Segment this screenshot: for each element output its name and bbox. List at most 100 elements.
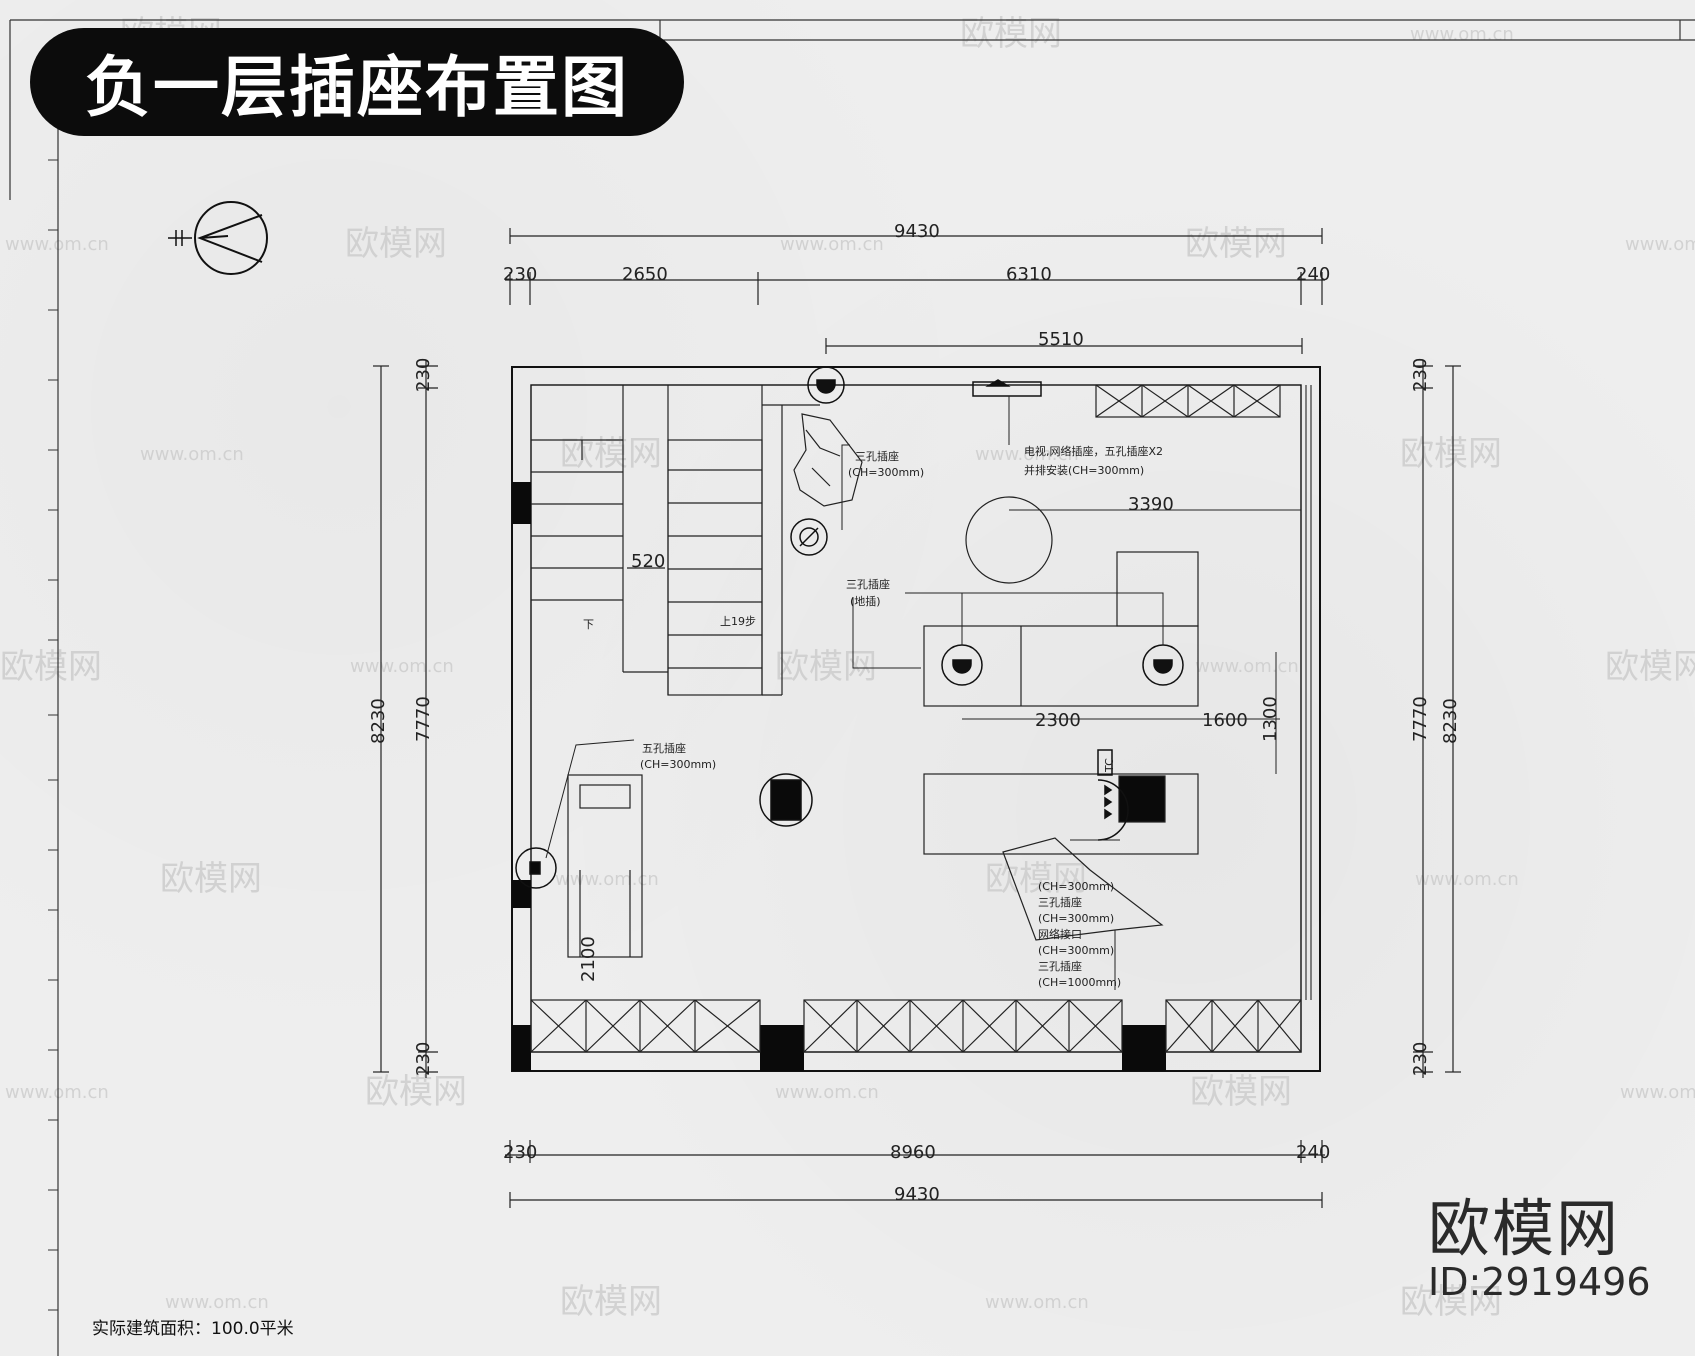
brand-logo: 欧模网 — [1428, 1192, 1621, 1265]
watermark-layer: 欧模网 www.om.cn 欧模网 www.om.cn www.om.cn 欧模… — [0, 14, 1695, 1322]
tc-label: TC — [1103, 758, 1116, 773]
annotation-notes: 电视,网络插座，五孔插座X2 并排安装(CH=300mm) 三孔插座 (CH=3… — [640, 444, 1163, 989]
dim-right-total: 8230 — [1440, 698, 1461, 744]
frame-ticks — [48, 159, 58, 1311]
dim-bottom-total: 9430 — [894, 1184, 940, 1205]
dim-table-offset: 3390 — [1128, 494, 1174, 515]
no-entry-icon — [790, 518, 828, 556]
socket-icon — [759, 773, 813, 827]
watermark-logo: 欧模网 — [0, 647, 102, 687]
watermark-url: www.om.cn — [1620, 1082, 1695, 1103]
staircase — [531, 385, 820, 696]
dim-sink-right: 1600 — [1202, 710, 1248, 731]
socket-icon — [941, 644, 983, 686]
watermark-logo: 欧模网 — [560, 1282, 662, 1322]
dim-right-inner: 7770 — [1410, 696, 1431, 742]
note-tv-line2: 并排安装(CH=300mm) — [1024, 463, 1144, 477]
dim-bottom-right-wall: 240 — [1296, 1142, 1330, 1163]
dim-top-left-wall: 230 — [503, 264, 537, 285]
socket-icon — [1097, 749, 1113, 776]
socket-icon — [515, 847, 557, 889]
watermark-url: www.om.cn — [165, 1292, 269, 1313]
watermark-logo: 欧模网 — [1400, 434, 1502, 474]
note-island-line3: (CH=300mm) — [1038, 912, 1114, 925]
dim-top-total: 9430 — [894, 221, 940, 242]
dining-table — [923, 496, 1199, 941]
socket-icons — [515, 366, 1184, 889]
socket-icon — [807, 366, 845, 404]
dim-left-inner: 7770 — [413, 696, 434, 742]
dim-top-right-wall: 240 — [1296, 264, 1330, 285]
note-tv-line1: 电视,网络插座，五孔插座X2 — [1024, 444, 1163, 458]
watermark-logo: 欧模网 — [160, 859, 262, 899]
watermark-url: www.om.cn — [1195, 656, 1299, 677]
watermark-logo: 欧模网 — [985, 859, 1087, 899]
watermark-logo: 欧模网 — [1185, 224, 1287, 264]
note-island-line6: 三孔插座 — [1038, 959, 1082, 973]
watermark-url: www.om.cn — [1625, 234, 1695, 255]
dim-sink-span: 2300 — [1035, 710, 1081, 731]
watermark-url: www.om.cn — [975, 444, 1079, 465]
watermark-logo: 欧模网 — [1190, 1072, 1292, 1112]
dim-stair-width: 520 — [631, 551, 665, 572]
watermark-url: www.om.cn — [985, 1292, 1089, 1313]
leader-lines — [545, 396, 1164, 990]
dim-top-seg1: 2650 — [622, 264, 668, 285]
note-three-hole-line1: 三孔插座 — [855, 449, 899, 463]
note-island-line4: 网络接口 — [1038, 927, 1082, 941]
north-arrow-icon — [168, 201, 268, 275]
treadmill — [567, 774, 643, 958]
dim-left-bottom-wall: 230 — [413, 1042, 434, 1076]
watermark-url: www.om.cn — [5, 1082, 109, 1103]
area-label: 实际建筑面积：100.0平米 — [92, 1319, 294, 1339]
watermark-logo: 欧模网 — [775, 647, 877, 687]
watermark-url: www.om.cn — [1415, 869, 1519, 890]
watermark-url: www.om.cn — [555, 869, 659, 890]
watermark-url: www.om.cn — [140, 444, 244, 465]
note-island-line7: (CH=1000mm) — [1038, 976, 1121, 989]
socket-icon — [1097, 779, 1129, 841]
dim-island-gap: 1300 — [1260, 696, 1281, 742]
watermark-logo: 欧模网 — [1400, 1282, 1502, 1322]
dim-bottom-inner: 8960 — [890, 1142, 936, 1163]
tv-socket-icon — [972, 379, 1042, 397]
stair-down-label: 下 — [583, 618, 594, 631]
top-cabinet — [1095, 384, 1281, 418]
watermark-url: www.om.cn — [775, 1082, 879, 1103]
watermark-logo: 欧模网 — [345, 224, 447, 264]
socket-icon — [1142, 644, 1184, 686]
dim-right-bottom-wall: 230 — [1410, 1042, 1431, 1076]
watermark-logo: 欧模网 — [365, 1072, 467, 1112]
watermark-logo: 欧模网 — [1605, 647, 1695, 687]
watermark-logo: 欧模网 — [960, 14, 1062, 54]
title-banner: 负一层插座布置图 — [30, 28, 684, 136]
watermark-url: www.om.cn — [780, 234, 884, 255]
dim-top-seg2: 6310 — [1006, 264, 1052, 285]
structural-columns — [512, 482, 1166, 1071]
outer-walls — [511, 366, 1321, 1072]
note-five-hole-line2: (CH=300mm) — [640, 758, 716, 771]
bottom-cabinets — [530, 999, 1302, 1053]
dim-inner-top: 5510 — [1038, 329, 1084, 350]
watermark-logo: 欧模网 — [560, 434, 662, 474]
watermark-url: www.om.cn — [350, 656, 454, 677]
note-island-line1: (CH=300mm) — [1038, 880, 1114, 893]
dim-bottom-left-wall: 230 — [503, 1142, 537, 1163]
note-island-line5: (CH=300mm) — [1038, 944, 1114, 957]
watermark-url: www.om.cn — [5, 234, 109, 255]
dim-left-top-wall: 230 — [413, 358, 434, 392]
note-five-hole-line1: 五孔插座 — [642, 741, 686, 755]
note-floor-socket-line2: (地插) — [850, 594, 881, 608]
dining-dimension-lines — [962, 509, 1301, 774]
armchair — [793, 413, 863, 507]
dim-left-total: 8230 — [368, 698, 389, 744]
dim-right-top-wall: 230 — [1410, 358, 1431, 392]
brand-id: ID:2919496 — [1428, 1260, 1651, 1304]
dimension-lines — [373, 228, 1461, 1208]
note-floor-socket-line1: 三孔插座 — [846, 577, 890, 591]
watermark-url: www.om.cn — [1410, 24, 1514, 45]
note-island-line2: 三孔插座 — [1038, 895, 1082, 909]
stair-up-label: 上19步 — [720, 615, 756, 628]
